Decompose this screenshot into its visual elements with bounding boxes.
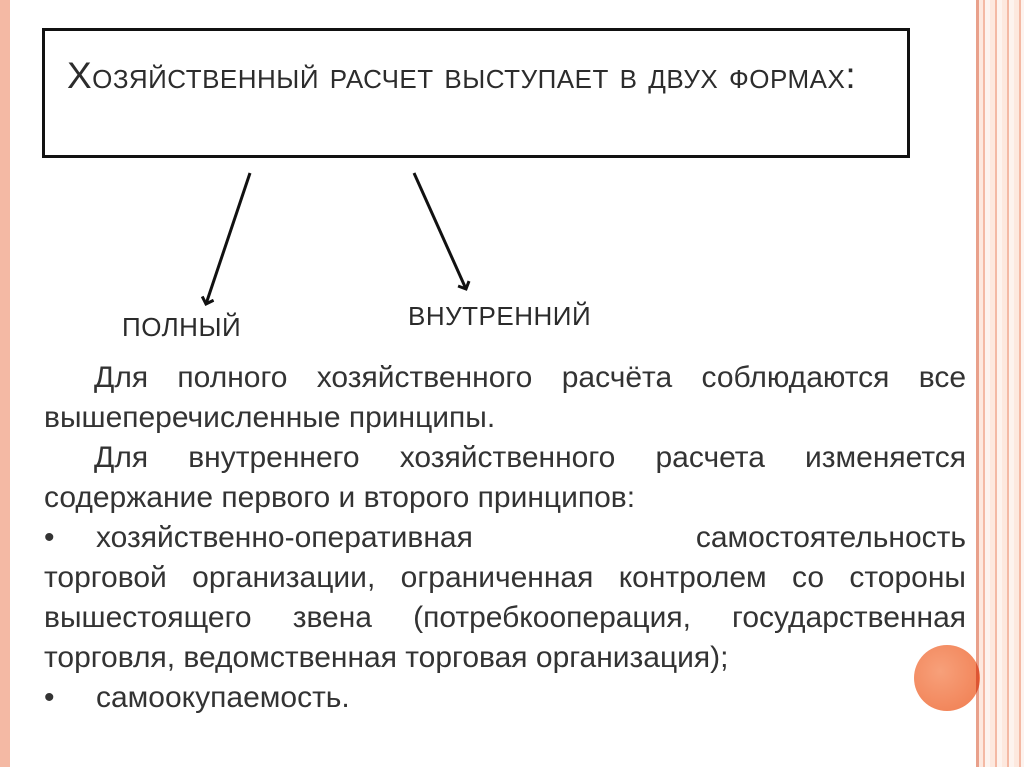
title-box: Хозяйственный расчет выступает в двух фо… bbox=[42, 28, 910, 158]
branch-label-full: ПОЛНЫЙ bbox=[122, 312, 242, 342]
paragraph-full: Для полного хозяйственного расчёта соблю… bbox=[44, 361, 966, 434]
bullet-text: самоокупаемость. bbox=[96, 681, 350, 714]
decorative-dot bbox=[914, 645, 980, 711]
bullet-marker: • bbox=[44, 681, 55, 714]
left-decor-border bbox=[0, 0, 10, 767]
slide-title: Хозяйственный расчет выступает в двух фо… bbox=[67, 55, 857, 96]
right-decor-rule bbox=[976, 0, 979, 767]
body-text: Для полного хозяйственного расчёта соблю… bbox=[44, 358, 966, 718]
bullet-item: • хозяйственно-оперативная самостоятельн… bbox=[44, 518, 966, 678]
right-decor-border bbox=[978, 0, 1024, 767]
branch-label-internal: ВНУТРЕННИЙ bbox=[408, 301, 592, 331]
arrow-right bbox=[412, 172, 466, 289]
paragraph-internal: Для внутреннего хозяйственного расчета и… bbox=[44, 441, 966, 514]
arrow-left bbox=[206, 172, 252, 304]
bullet-item: • самоокупаемость. bbox=[44, 678, 966, 718]
bullet-continuation: торговой организации, ограниченная контр… bbox=[44, 561, 966, 674]
bullet-lead-text: хозяйственно-оперативная самостоятельнос… bbox=[96, 521, 966, 554]
bullet-marker: • bbox=[44, 521, 55, 554]
